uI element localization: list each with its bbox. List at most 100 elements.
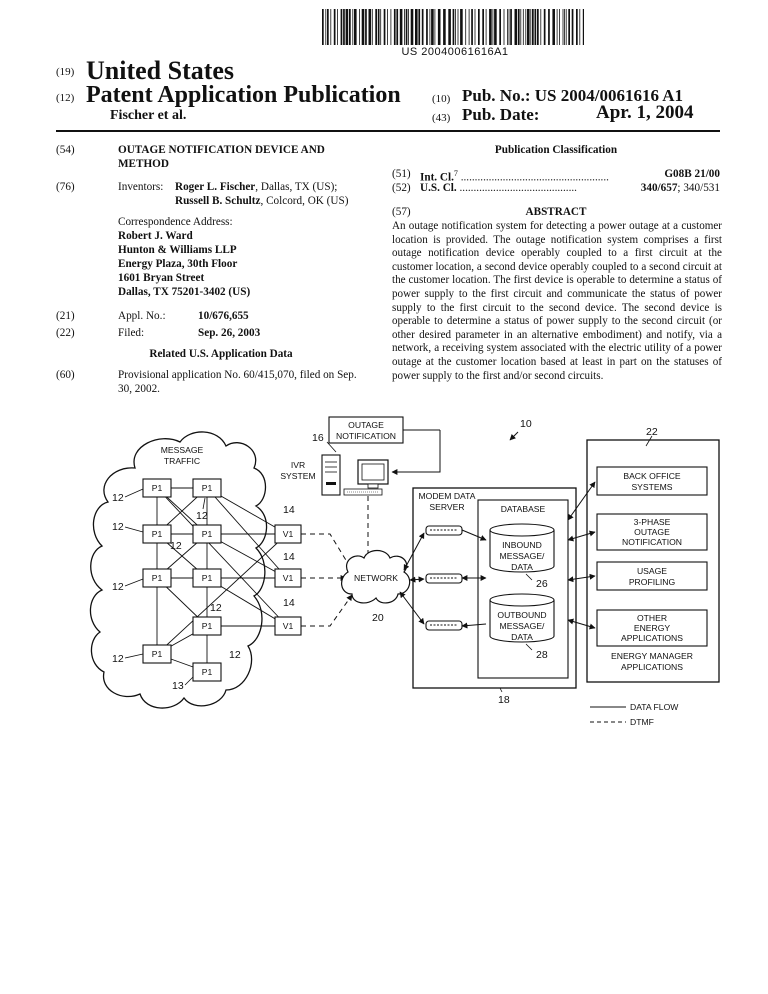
- us-cl-value: 340/657; 340/531: [600, 181, 720, 195]
- inbound-cylinder: [489, 523, 555, 573]
- ivr-computer-icon: [321, 429, 441, 496]
- modem-server-line-1: MODEM DATA: [419, 491, 476, 501]
- us-cl-row: U.S. Cl. ...............................…: [420, 181, 720, 195]
- p1-node-label: P1: [202, 529, 213, 539]
- v1-node-label: V1: [283, 529, 294, 539]
- network-cloud: [341, 549, 411, 604]
- int-cl-sup: 7: [453, 169, 458, 178]
- us-cl-value-main: 340/657: [640, 182, 678, 194]
- code-19: (19): [56, 66, 75, 78]
- code-22: (22): [56, 327, 75, 339]
- message-traffic-line-1: MESSAGE: [161, 445, 204, 455]
- inventor-2-location: , Colcord, OK (US): [260, 195, 349, 207]
- ref-12: 12: [210, 602, 222, 614]
- energy-manager-line-1: ENERGY MANAGER: [611, 651, 693, 661]
- us-cl-label: U.S. Cl.: [420, 182, 457, 194]
- ref-22: 22: [646, 426, 658, 438]
- correspondence-line-2: Hunton & Williams LLP: [118, 244, 237, 256]
- network-label: NETWORK: [354, 573, 398, 583]
- code-57: (57): [392, 206, 411, 218]
- appl-no-label: Appl. No.:: [118, 310, 166, 322]
- outage-notification-line-2: NOTIFICATION: [336, 431, 396, 441]
- correspondence-line-3: Energy Plaza, 30th Floor: [118, 258, 238, 270]
- three-phase-line-2: OUTAGE: [634, 527, 670, 537]
- appl-no: 10/676,655: [198, 310, 249, 322]
- message-traffic-cloud: [89, 431, 268, 709]
- legend-data-flow: DATA FLOW: [630, 702, 679, 712]
- other-energy-box: [596, 609, 708, 647]
- p1-node-label: P1: [202, 483, 213, 493]
- header-rule: [56, 130, 720, 132]
- back-office-outer-box: [586, 439, 720, 683]
- ref-14: 14: [283, 597, 295, 609]
- ref-12: 12: [112, 492, 124, 504]
- int-cl-row: Int. Cl.7 ..............................…: [420, 167, 720, 185]
- outbound-line-1: OUTBOUND: [497, 610, 546, 620]
- inventor-1-name: Roger L. Fischer: [175, 181, 256, 193]
- related-data-heading: Related U.S. Application Data: [149, 348, 293, 360]
- publication-type: Patent Application Publication: [86, 82, 401, 108]
- inbound-line-2: MESSAGE/: [500, 551, 546, 561]
- ref-12: 12: [112, 521, 124, 533]
- p1-node-label: P1: [152, 483, 163, 493]
- p1-node-label: P1: [152, 649, 163, 659]
- other-line-2: ENERGY: [634, 623, 671, 633]
- code-76: (76): [56, 181, 75, 193]
- code-10: (10): [432, 93, 451, 105]
- ref-18: 18: [498, 694, 510, 706]
- energy-manager-line-2: APPLICATIONS: [621, 662, 683, 672]
- usage-line-1: USAGE: [637, 566, 667, 576]
- int-cl-label: Int. Cl.: [420, 171, 454, 184]
- database-backoffice-links: [567, 481, 596, 630]
- back-office-box: [596, 466, 708, 496]
- three-phase-line-1: 3-PHASE: [634, 517, 671, 527]
- modem-server-line-2: SERVER: [429, 502, 464, 512]
- correspondence-label: Correspondence Address:: [118, 216, 233, 228]
- usage-profiling-box: [596, 561, 708, 591]
- network-modem-links: [399, 529, 487, 629]
- ivr-label-line-1: IVR: [291, 460, 305, 470]
- outage-notification-box: [328, 416, 404, 444]
- title-line-1: OUTAGE NOTIFICATION DEVICE AND: [118, 144, 325, 156]
- us-cl-dots: ........................................…: [456, 182, 577, 194]
- pub-number-value: US 2004/0061616 A1: [534, 86, 684, 105]
- ref-20: 20: [372, 612, 384, 624]
- mesh-lines: [156, 487, 288, 673]
- outbound-cylinder: [489, 593, 555, 643]
- inventor-2: Russell B. Schultz, Colcord, OK (US): [175, 194, 348, 208]
- inbound-line-1: INBOUND: [502, 540, 542, 550]
- ref-16: 16: [312, 432, 324, 444]
- ref-10: 10: [520, 418, 532, 430]
- three-phase-line-3: NOTIFICATION: [622, 537, 682, 547]
- us-cl-value-secondary: ; 340/531: [677, 182, 720, 194]
- filed-date: Sep. 26, 2003: [198, 327, 261, 339]
- abstract-heading: ABSTRACT: [525, 206, 587, 218]
- ref-12: 12: [196, 510, 208, 522]
- ref-12: 12: [112, 581, 124, 593]
- correspondence-line-4: 1601 Bryan Street: [118, 272, 205, 284]
- provisional-line-1: Provisional application No. 60/415,070, …: [118, 369, 357, 381]
- code-43: (43): [432, 112, 451, 124]
- database-label: DATABASE: [501, 504, 546, 514]
- classification-heading: Publication Classification: [494, 144, 618, 156]
- authors: Fischer et al.: [110, 108, 187, 123]
- usage-line-2: PROFILING: [629, 577, 676, 587]
- outbound-line-3: DATA: [511, 632, 533, 642]
- ivr-label-line-2: SYSTEM: [280, 471, 315, 481]
- database-box: [477, 499, 569, 679]
- code-21: (21): [56, 310, 75, 322]
- p1-node-label: P1: [152, 573, 163, 583]
- back-office-line-2: SYSTEMS: [631, 482, 672, 492]
- country: United States: [86, 56, 235, 85]
- ref-12: 12: [112, 653, 124, 665]
- ref-14: 14: [283, 504, 295, 516]
- pub-date: Apr. 1, 2004: [596, 102, 694, 123]
- inventor-1: Roger L. Fischer, Dallas, TX (US);: [175, 180, 337, 194]
- ref-12: 12: [170, 540, 182, 552]
- provisional-line-2: 30, 2002.: [118, 383, 160, 395]
- pub-number-label: Pub. No.:: [462, 86, 531, 105]
- correspondence-line-5: Dallas, TX 75201-3402 (US): [118, 286, 251, 298]
- inbound-line-3: DATA: [511, 562, 533, 572]
- v1-node-label: V1: [283, 621, 294, 631]
- ref-12: 12: [229, 649, 241, 661]
